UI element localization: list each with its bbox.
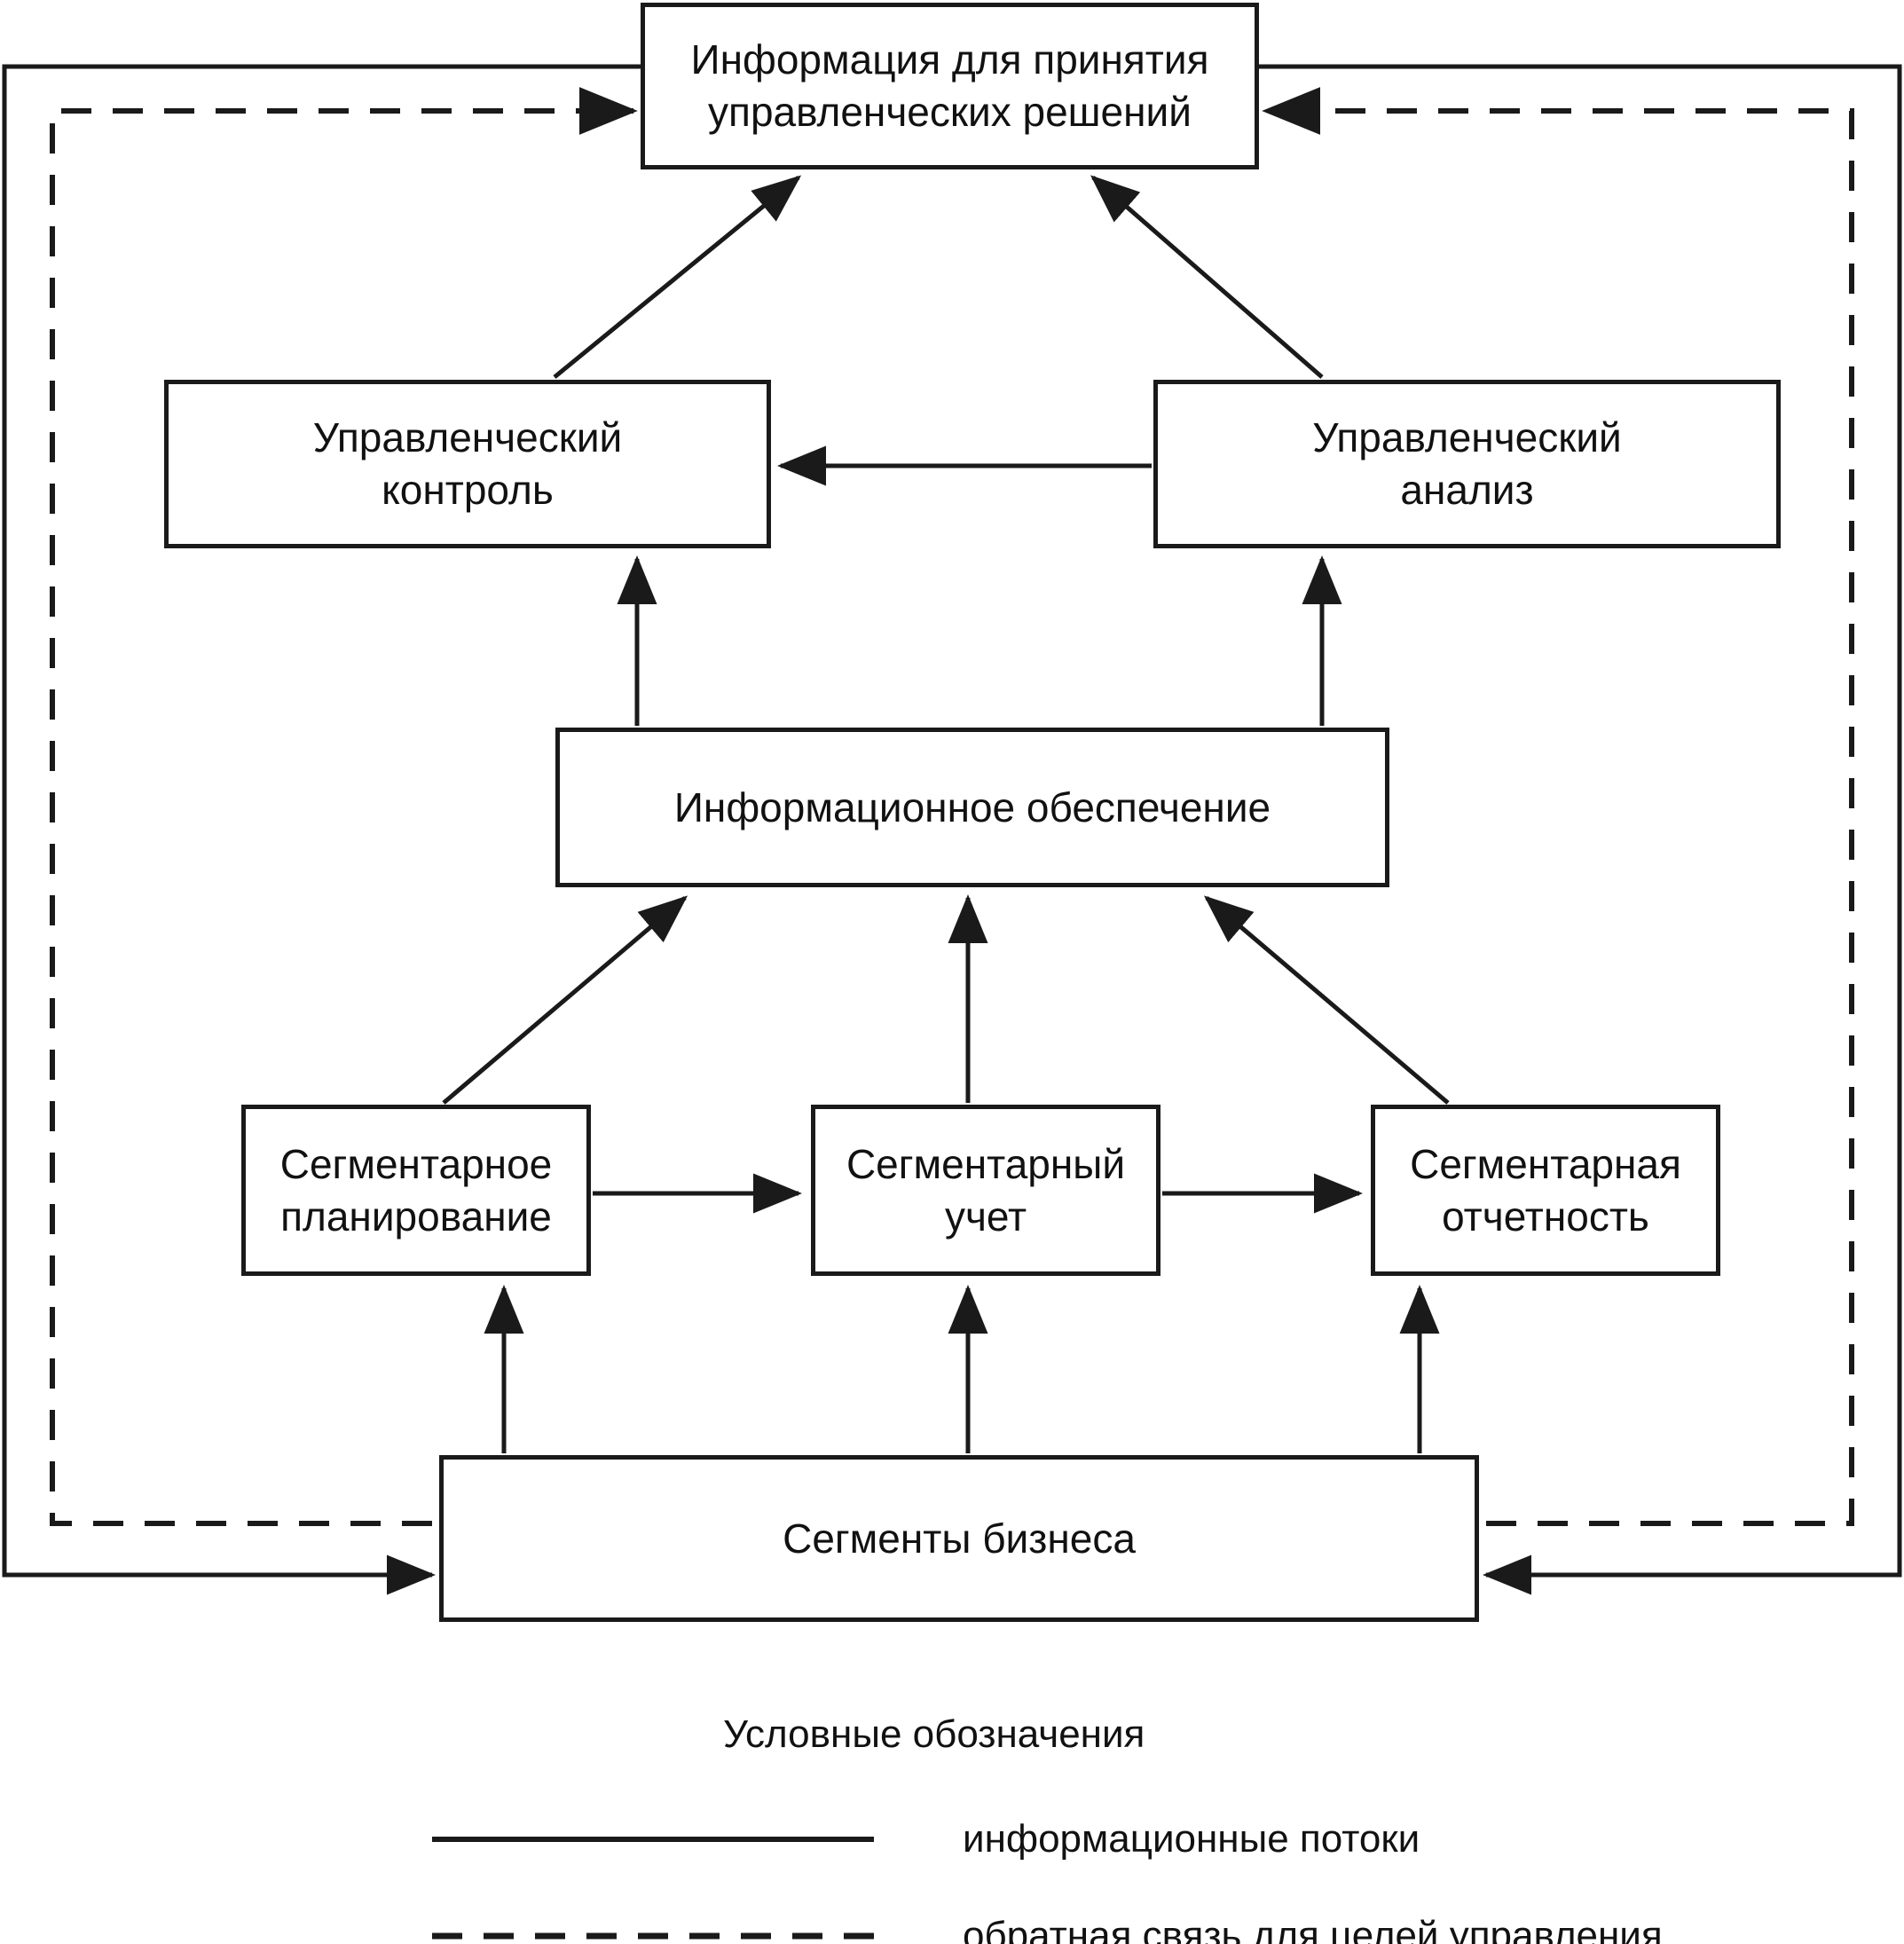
legend-heading: Условные обозначения (723, 1712, 1145, 1756)
node-business-segments-label: Сегменты бизнеса (783, 1515, 1136, 1562)
legend-item-feedback-label: обратная связь для целей управления (963, 1914, 1663, 1944)
node-segment-planning[interactable]: Сегментарное планирование (241, 1105, 591, 1276)
edge-reporting-to-support (1203, 895, 1450, 1105)
node-information-support-label: Информационное обеспечение (673, 783, 1271, 830)
node-decision-info-label: Информация для принятия управленческих р… (690, 36, 1209, 135)
edge-control-to-decision (553, 175, 802, 379)
node-segment-accounting[interactable]: Сегментарный учет (811, 1105, 1160, 1276)
node-management-control-label: Управленческий контроль (312, 414, 623, 513)
node-segment-reporting[interactable]: Сегментарная отчетность (1371, 1105, 1720, 1276)
node-business-segments[interactable]: Сегменты бизнеса (439, 1455, 1479, 1622)
legend-item-info-flows-label: информационные потоки (963, 1817, 1420, 1861)
node-management-analysis[interactable]: Управленческий анализ (1153, 380, 1781, 548)
edge-outer-right-feedback (1259, 64, 1902, 1595)
node-decision-info[interactable]: Информация для принятия управленческих р… (641, 3, 1259, 169)
node-segment-reporting-label: Сегментарная отчетность (1410, 1140, 1681, 1240)
edge-outer-left-feedback (2, 64, 641, 1595)
node-management-analysis-label: Управленческий анализ (1312, 414, 1622, 513)
edge-analysis-to-decision (1090, 175, 1324, 379)
edge-planning-to-support (442, 895, 688, 1105)
edge-inner-right-dashed (1262, 87, 1854, 1526)
node-segment-planning-label: Сегментарное планирование (279, 1140, 553, 1240)
edge-inner-left-dashed (50, 87, 638, 1526)
node-segment-accounting-label: Сегментарный учет (846, 1140, 1126, 1240)
node-management-control[interactable]: Управленческий контроль (164, 380, 771, 548)
node-information-support[interactable]: Информационное обеспечение (555, 728, 1389, 887)
